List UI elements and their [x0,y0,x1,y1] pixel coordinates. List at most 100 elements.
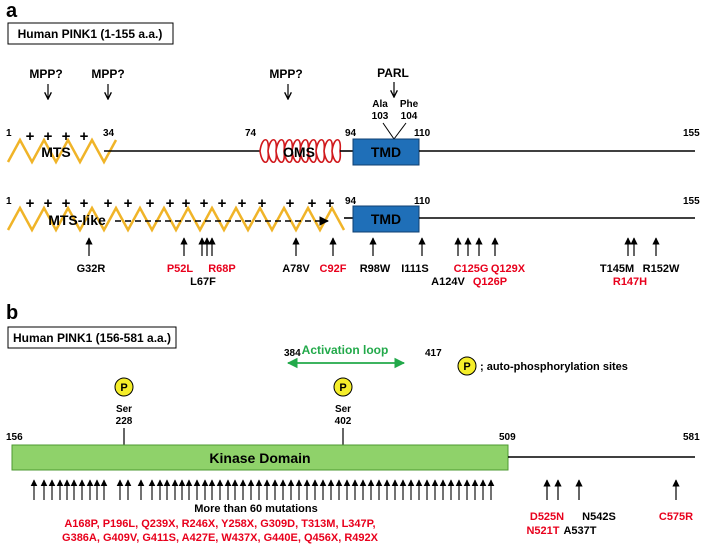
ser228-p-symbol: P [120,382,127,394]
row2-mutation-arrows [85,237,660,256]
oms-label: OMS [283,144,315,160]
ala-label: Ala [372,99,388,110]
oms-helix [259,138,342,164]
row1-tmd-label: TMD [371,144,401,160]
mutation-N542S: N542S [582,511,616,523]
cleavage-line-phe [393,122,407,140]
svg-text:+: + [26,128,35,145]
mutation-Q126P: Q126P [473,276,507,288]
row2-pos-155: 155 [683,196,700,207]
svg-text:+: + [80,128,89,145]
legend-text: ; auto-phosphorylation sites [480,361,628,373]
svg-text:+: + [44,128,53,145]
panel-a-title: Human PINK1 (1-155 a.a.) [18,27,163,41]
cterm-mutation-arrows [543,479,680,500]
ser402-phospho-icon [333,377,353,397]
kinase-mutation-arrows [30,479,495,500]
kinase-mutations-line1: A168P, P196L, Q239X, R246X, Y258X, G309D… [64,518,375,530]
row1-tmd-box [352,138,420,166]
loop-start-pos: 384 [284,348,301,359]
mts-like-zigzag [6,205,346,233]
mts-label: MTS [41,144,71,160]
kinase-domain-label: Kinase Domain [209,450,310,466]
svg-text:+: + [26,195,35,212]
mutation-C92F: C92F [320,263,347,275]
phe-label: Phe [400,99,419,110]
mutation-R147H: R147H [613,276,647,288]
kinase-pos-581: 581 [683,432,700,443]
mutation-A78V: A78V [282,263,310,275]
svg-text:+: + [166,195,175,212]
mutation-C575R: C575R [659,511,693,523]
row2-tmd-label: TMD [371,211,401,227]
phe-pos: 104 [401,111,418,122]
svg-text:+: + [326,195,335,212]
loop-end-pos: 417 [425,348,442,359]
parl-label: PARL [377,66,409,80]
row1-pos-155: 155 [683,128,700,139]
svg-text:+: + [238,195,247,212]
svg-text:+: + [218,195,227,212]
row2-pos-1: 1 [6,196,12,207]
mpp-label-3: MPP? [269,67,302,81]
row1-pos-1: 1 [6,128,12,139]
mutation-R152W: R152W [643,263,680,275]
ser228-label: Ser [116,404,132,415]
panel-a-letter: a [6,0,18,22]
panel-a-title-box [7,22,174,45]
activation-loop-label: Activation loop [302,343,389,357]
row1-pos-34: 34 [103,128,115,139]
svg-text:+: + [44,195,53,212]
many-mutations-label: More than 60 mutations [194,503,317,515]
mutation-L67F: L67F [190,276,216,288]
mutation-D525N: D525N [530,511,564,523]
mutation-C125G: C125G [454,263,489,275]
cleavage-line-ala [382,122,395,140]
mutation-T145M: T145M [600,263,634,275]
kinase-pos-156: 156 [6,432,23,443]
mutation-P52L: P52L [167,263,194,275]
mutation-A124V: A124V [431,276,465,288]
panel-b-title: Human PINK1 (156-581 a.a.) [13,331,171,345]
row2-pos-110: 110 [414,196,431,207]
svg-text:+: + [258,195,267,212]
row2-plus-signs: + + + + + + + + + + + + + + + + [26,195,335,212]
mutation-Q129X: Q129X [491,263,526,275]
mutation-N521T: N521T [526,525,559,537]
kinase-pos-509: 509 [499,432,516,443]
svg-text:+: + [62,195,71,212]
mutation-G32R: G32R [77,263,106,275]
ala-pos: 103 [372,111,389,122]
mpp-label-1: MPP? [29,67,62,81]
mutation-I111S: I111S [401,263,429,275]
panel-b-letter: b [6,302,18,324]
ser228-phospho-icon [114,377,134,397]
svg-text:+: + [104,195,113,212]
ser228-pos: 228 [116,416,133,427]
ser402-pos: 402 [335,416,352,427]
svg-text:+: + [146,195,155,212]
row1-pos-110: 110 [414,128,431,139]
legend-phospho-icon [457,356,477,376]
svg-text:+: + [124,195,133,212]
svg-text:+: + [308,195,317,212]
legend-p-symbol: P [463,361,470,373]
mutation-A537T: A537T [563,525,596,537]
mts-like-label: MTS-like [48,212,106,228]
svg-text:+: + [62,128,71,145]
kinase-mutations-line2: G386A, G409V, G411S, A427E, W437X, G440E… [62,532,379,544]
mutation-R98W: R98W [360,263,391,275]
row1-plus-signs: + + + + [26,128,89,145]
svg-text:+: + [182,195,191,212]
ser402-label: Ser [335,404,351,415]
row1-pos-94: 94 [345,128,357,139]
mts-zigzag [6,137,118,165]
svg-text:+: + [80,195,89,212]
mpp-label-2: MPP? [91,67,124,81]
panel-b-title-box [7,326,177,349]
svg-text:+: + [286,195,295,212]
mutation-R68P: R68P [208,263,236,275]
ser402-p-symbol: P [339,382,346,394]
